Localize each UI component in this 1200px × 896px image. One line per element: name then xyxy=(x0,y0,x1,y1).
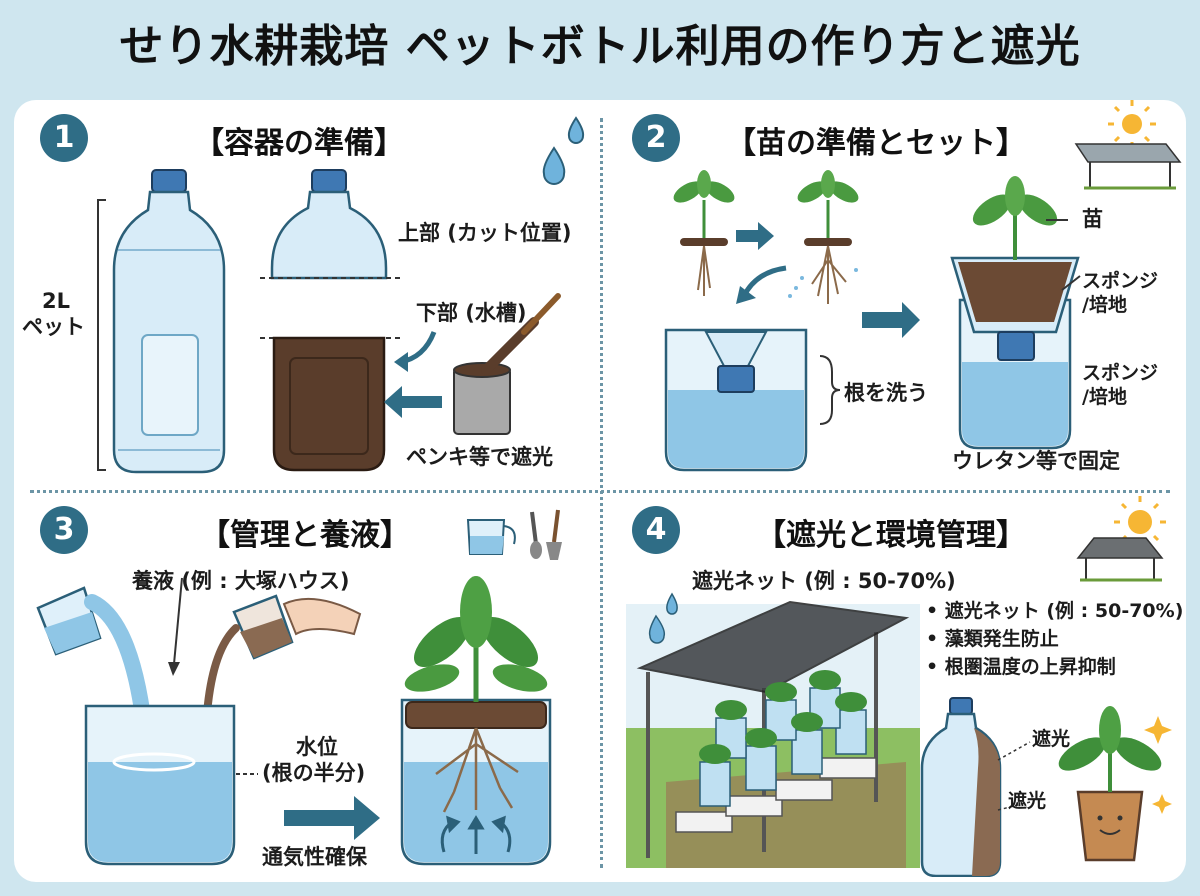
shade-shelter-icon xyxy=(1076,537,1164,582)
nutrient-container xyxy=(84,704,236,866)
sponge-label-2: スポンジ xyxy=(1082,362,1159,384)
paint-can-icon xyxy=(453,293,561,435)
panel-heading-1: 【容器の準備】 xyxy=(194,126,404,161)
medium-label-2: /培地 xyxy=(1082,386,1127,408)
panel-heading-2: 【苗の準備とセット】 xyxy=(726,126,1026,161)
step-number-3: 3 xyxy=(40,506,88,554)
water-level-label-2: (根の半分) xyxy=(262,761,366,785)
panel-heading-3: 【管理と養液】 xyxy=(200,518,410,553)
paint-label: ペンキ等で遮光 xyxy=(406,445,553,469)
horizontal-divider xyxy=(30,490,1170,493)
panel-container-prep: 1 【容器の準備】 xyxy=(14,100,594,485)
full-bottle xyxy=(112,169,226,474)
benefit-item-2: • 藻類発生防止 xyxy=(926,628,1059,650)
benefit-item-1: • 遮光ネット (例 : 50-70%) xyxy=(926,600,1184,622)
bottle-top-part xyxy=(260,169,400,280)
seedling-before xyxy=(673,170,735,296)
fix-label: ウレタン等で固定 xyxy=(952,449,1120,473)
water-drops-icon xyxy=(542,116,585,185)
bottom-part-label: 下部 (水槽) xyxy=(416,301,527,325)
panel-nutrient-management: 3 【管理と養液】 xyxy=(14,492,594,877)
container-prep-illustration xyxy=(97,116,585,474)
shade-shelter-icon xyxy=(1074,143,1182,190)
sponge-label-1: スポンジ xyxy=(1082,270,1159,292)
shaded-bottle xyxy=(920,697,1031,877)
panel-shading-environment: 4 【遮光と環境管理】 xyxy=(606,492,1186,877)
happy-plant-icon xyxy=(1058,706,1172,862)
bottle-pots xyxy=(699,687,867,807)
seedling-label: 苗 xyxy=(1082,207,1103,231)
step-number-2: 2 xyxy=(632,114,680,162)
seedling-washed xyxy=(788,170,859,304)
step-number-1: 1 xyxy=(40,114,88,162)
panel-seedling-setup: 2 【苗の準備とセット】 xyxy=(606,100,1186,485)
shade-label-1: 遮光 xyxy=(1032,728,1071,750)
shade-label-2: 遮光 xyxy=(1008,790,1047,812)
water-level-label-1: 水位 xyxy=(296,735,338,759)
sun-icon xyxy=(1108,100,1156,148)
water-drops-icon xyxy=(648,592,678,644)
growing-container xyxy=(400,576,552,866)
medium-label-1: /培地 xyxy=(1082,294,1127,316)
nutrient-illustration xyxy=(36,509,562,866)
vertical-divider xyxy=(600,118,603,868)
benefit-item-3: • 根圏温度の上昇抑制 xyxy=(926,656,1116,678)
bottle-bottom-part xyxy=(260,336,400,472)
wash-cup xyxy=(664,328,808,472)
wash-roots-label: 根を洗う xyxy=(844,381,928,405)
panel-heading-4: 【遮光と環境管理】 xyxy=(756,518,1026,553)
top-part-label: 上部 (カット位置) xyxy=(398,221,572,245)
bottle-size-label: 2L xyxy=(42,289,70,313)
nutrient-label: 養液 (例 : 大塚ハウス) xyxy=(132,569,350,593)
step-number-4: 4 xyxy=(632,506,680,554)
page-title: せり水耕栽培 ペットボトル利用の作り方と遮光 xyxy=(119,21,1081,72)
shading-illustration xyxy=(626,496,1172,877)
seedling-setup-illustration xyxy=(664,100,1182,472)
aeration-label: 通気性確保 xyxy=(262,845,367,869)
measuring-cup-icon xyxy=(466,519,516,555)
shade-net-label: 遮光ネット (例 : 50-70%) xyxy=(692,569,956,593)
assembled-setup xyxy=(950,176,1081,450)
nutrient-jug-right xyxy=(232,594,362,660)
bottle-type-label: ペット xyxy=(22,315,85,339)
shade-net-scene xyxy=(626,600,920,868)
garden-tools-icon xyxy=(530,509,562,560)
